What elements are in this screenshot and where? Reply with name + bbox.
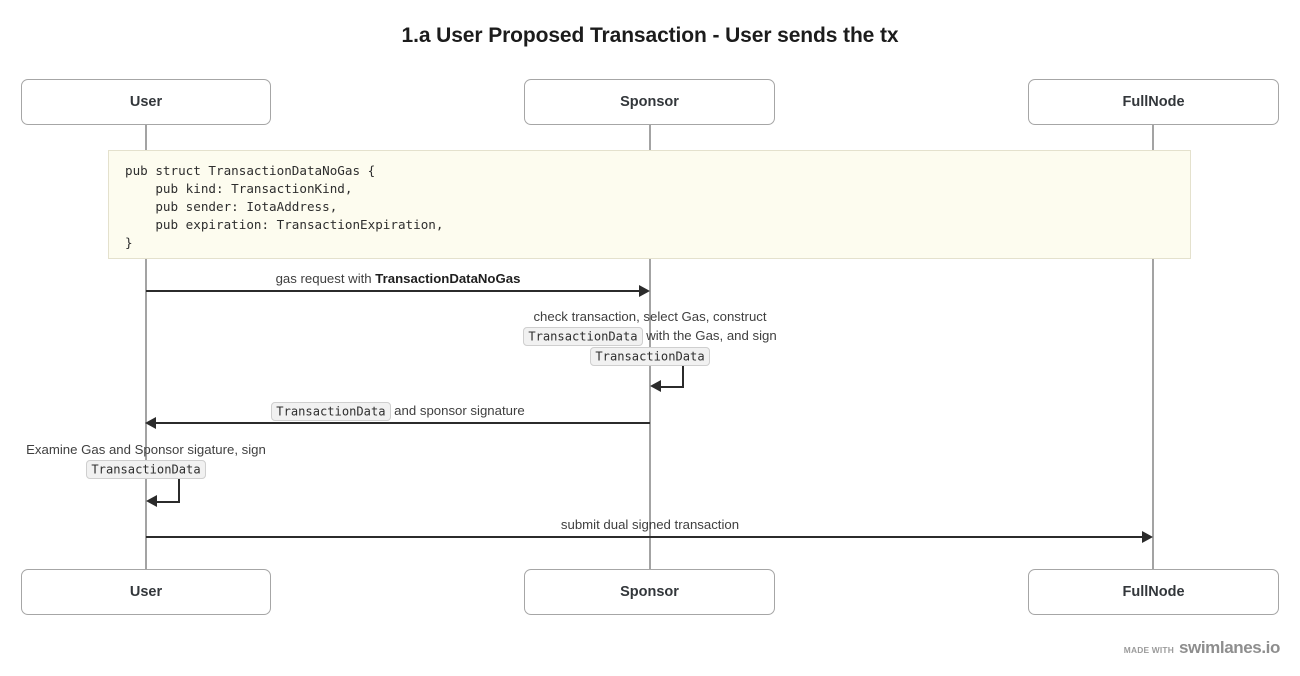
code-chip-transaction-data: TransactionData (271, 401, 391, 421)
arrow-head-return-signed (145, 417, 156, 429)
note-transaction-data-no-gas: pub struct TransactionDataNoGas { pub ki… (108, 150, 1191, 259)
lifeline-user (145, 125, 147, 569)
arrow-head-submit-dual-signed (1142, 531, 1153, 543)
message-line-return-signed (156, 422, 650, 425)
message-label-sponsor-self-line1: check transaction, select Gas, construct (533, 309, 767, 324)
participant-label-fullnode-top: FullNode (1122, 94, 1185, 110)
message-label-sponsor-self-line2-text: with the Gas, and sign (642, 328, 777, 343)
note-code-block: pub struct TransactionDataNoGas { pub ki… (125, 163, 444, 250)
message-line-gas-request (146, 290, 640, 293)
participant-sponsor-top[interactable]: Sponsor (524, 79, 775, 125)
participant-label-fullnode-bottom: FullNode (1122, 584, 1185, 600)
message-label-sponsor-self-line2: TransactionData with the Gas, and sign (400, 326, 900, 346)
message-label-user-self-line1: Examine Gas and Sponsor sigature, sign (26, 442, 266, 457)
participant-user-bottom[interactable]: User (21, 569, 271, 615)
arrow-head-user-self (146, 495, 157, 507)
message-label-submit-dual-signed: submit dual signed transaction (560, 517, 740, 532)
lifeline-fullnode (1152, 125, 1154, 569)
self-loop-right-segment (682, 362, 685, 388)
message-label-sponsor-self-line3: TransactionData (400, 346, 900, 366)
message-label-return-signed: TransactionData and sponsor signature (146, 401, 650, 421)
participant-fullnode-bottom[interactable]: FullNode (1028, 569, 1279, 615)
participant-label-sponsor-bottom: Sponsor (620, 584, 679, 600)
message-label-sponsor-self: check transaction, select Gas, construct… (400, 307, 900, 366)
message-label-gas-request-prefix: gas request with (275, 271, 376, 286)
arrow-head-gas-request (639, 285, 650, 297)
arrow-head-sponsor-self (650, 380, 661, 392)
code-chip-transaction-data: TransactionData (523, 326, 643, 346)
watermark[interactable]: MADE WITH swimlanes.io (1123, 638, 1281, 658)
participant-label-user-top: User (129, 94, 163, 110)
code-chip-transaction-data: TransactionData (590, 346, 710, 366)
watermark-brand-name: swimlanes.io (1178, 638, 1280, 657)
participant-label-user-bottom: User (129, 584, 163, 600)
self-loop-bottom-segment (660, 386, 684, 389)
message-label-gas-request-bold: TransactionDataNoGas (375, 271, 521, 286)
message-label-gas-request: gas request with TransactionDataNoGas (146, 269, 650, 288)
self-loop-right-segment (178, 477, 181, 503)
message-line-submit-dual-signed (146, 536, 1143, 539)
participant-fullnode-top[interactable]: FullNode (1028, 79, 1279, 125)
self-loop-bottom-segment (156, 501, 180, 504)
message-label-user-self: Examine Gas and Sponsor sigature, sign T… (0, 440, 396, 479)
participant-sponsor-bottom[interactable]: Sponsor (524, 569, 775, 615)
participant-label-sponsor-top: Sponsor (620, 94, 679, 110)
participant-user-top[interactable]: User (21, 79, 271, 125)
message-label-return-signed-text: and sponsor signature (390, 403, 525, 418)
message-label-user-self-line2: TransactionData (0, 459, 396, 479)
page-title: 1.a User Proposed Transaction - User sen… (401, 24, 899, 47)
watermark-made-with-label: MADE WITH (1123, 645, 1174, 655)
code-chip-transaction-data: TransactionData (86, 459, 206, 479)
